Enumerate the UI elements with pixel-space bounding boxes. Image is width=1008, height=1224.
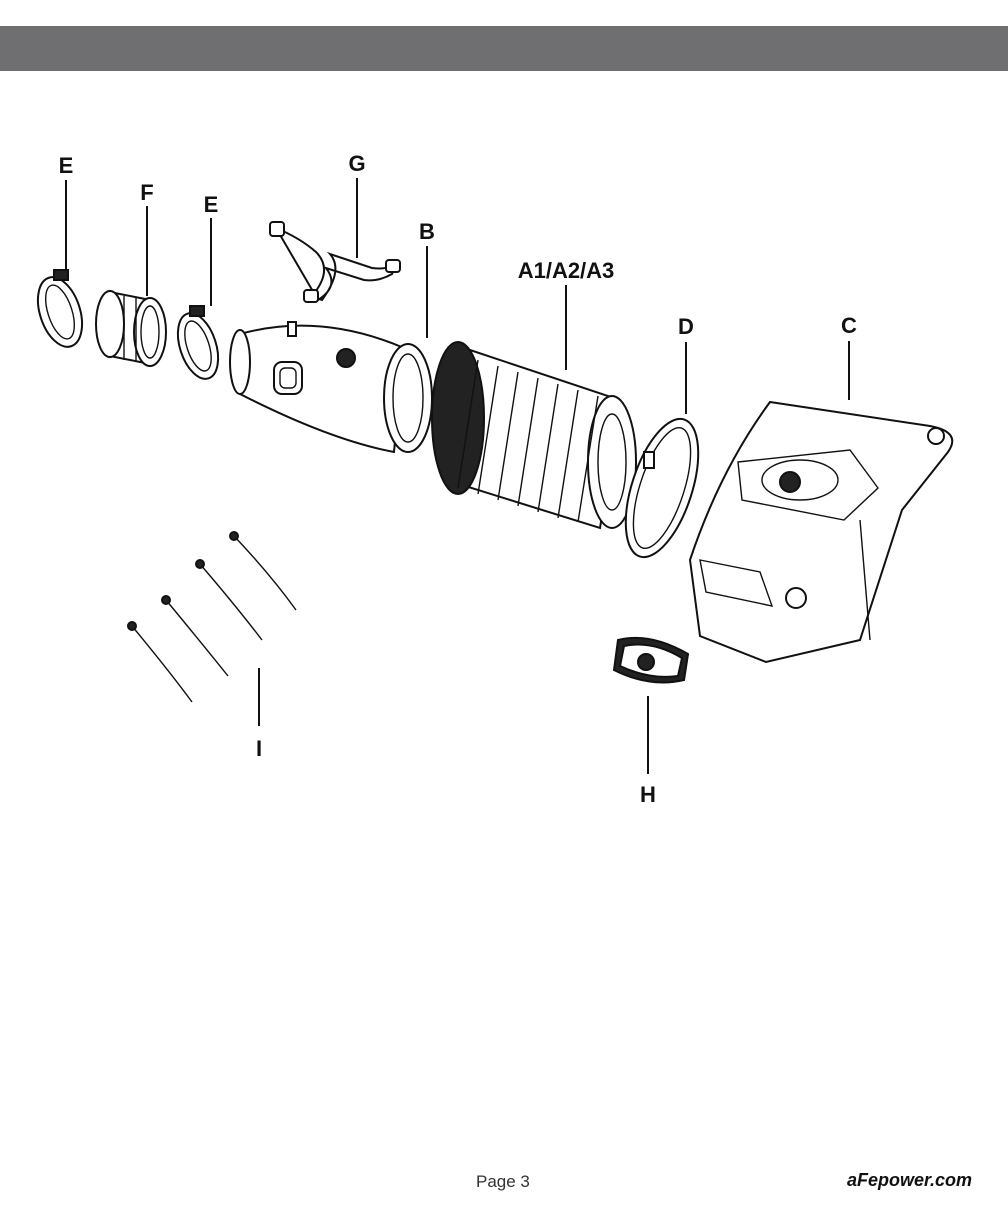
hose-clamp-right	[176, 305, 220, 380]
callout-e-left: E	[59, 153, 74, 178]
zip-ties	[127, 531, 297, 703]
callout-g: G	[348, 151, 365, 176]
callout-h: H	[640, 782, 656, 807]
footer-website: aFepower.com	[846, 1170, 972, 1190]
hose-clamp-left	[36, 269, 84, 348]
callout-c: C	[841, 313, 857, 338]
page-number: Page 3	[476, 1172, 530, 1191]
intake-tube	[229, 321, 433, 454]
callout-d: D	[678, 314, 694, 339]
callout-i: I	[256, 736, 262, 761]
breather-hose	[269, 221, 401, 303]
adapter-ring	[624, 417, 700, 559]
callout-f: F	[140, 180, 153, 205]
silicone-coupler	[95, 290, 167, 367]
air-box-housing	[688, 400, 954, 664]
logo-badge	[612, 636, 690, 684]
header-bar	[0, 26, 1008, 71]
callout-b: B	[419, 219, 435, 244]
callout-e-right: E	[204, 192, 219, 217]
callout-a: A1/A2/A3	[518, 258, 615, 283]
air-filter	[431, 341, 637, 530]
